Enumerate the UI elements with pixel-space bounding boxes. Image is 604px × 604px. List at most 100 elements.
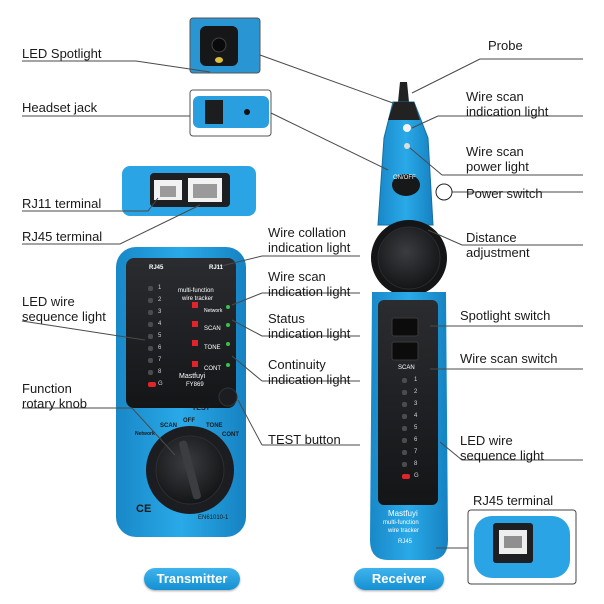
tx-led-label: 5 (158, 333, 162, 339)
tx-led-dot (148, 322, 153, 327)
tx-title-line2: wire tracker (182, 296, 214, 302)
tx-led-dot (148, 370, 153, 375)
rx-led-dot (402, 378, 407, 383)
tx-led-dot (148, 298, 153, 303)
label-continuity-1: Continuity (268, 357, 326, 372)
tx-led-dot (148, 382, 156, 387)
tx-led-label: 7 (158, 357, 162, 363)
cont-icon (192, 361, 198, 367)
rj-ports-top-view (122, 166, 256, 216)
label-wire-scan-tx-1: Wire scan (268, 269, 326, 284)
tone-icon (192, 340, 198, 346)
tx-led-dot (148, 286, 153, 291)
tx-mode-cont: CONT (204, 366, 221, 372)
receiver-button[interactable]: Receiver (354, 568, 444, 590)
tx-led-dot (148, 334, 153, 339)
tx-knob-network: Network (135, 431, 155, 437)
label-led-wire-seq-tx-2: sequence light (22, 309, 106, 324)
transmitter-button[interactable]: Transmitter (144, 568, 240, 590)
tx-model: FY869 (186, 382, 204, 388)
tx-led-label: G (158, 381, 163, 387)
label-continuity-2: indication light (268, 372, 351, 387)
rx-led-row: G (402, 471, 422, 483)
rx-led-row: 1 (402, 375, 422, 387)
label-wire-collation-2: indication light (268, 240, 351, 255)
label-led-wire-seq-rx-1: LED wire (460, 433, 513, 448)
rx-led-label: 6 (414, 437, 418, 443)
tx-led-label: 6 (158, 345, 162, 351)
headset-jack-inset (189, 89, 272, 137)
label-wire-scan-power-2: power light (466, 159, 529, 174)
tx-led-row: 7 (148, 355, 168, 367)
rx-led-dot (402, 462, 407, 467)
label-status-1: Status (268, 311, 305, 326)
tx-mode-tone: TONE (204, 345, 221, 351)
label-led-wire-seq-rx-2: sequence light (460, 448, 544, 463)
label-distance-2: adjustment (466, 245, 530, 260)
rx-led-row: 7 (402, 447, 422, 459)
label-wire-scan-rx-1: Wire scan (466, 89, 524, 104)
label-rj11-terminal: RJ11 terminal (22, 196, 102, 211)
rx-led-dot (402, 450, 407, 455)
tx-led-row: 8 (148, 367, 168, 379)
tx-title-line1: multi-function (178, 288, 214, 294)
rx-brand: Mastfuyi (388, 509, 418, 518)
label-wire-scan-power-1: Wire scan (466, 144, 524, 159)
tx-led-row: 5 (148, 331, 168, 343)
label-led-wire-seq-tx-1: LED wire (22, 294, 75, 309)
label-wire-scan-rx-2: indication light (466, 104, 549, 119)
rx-led-label: 1 (414, 377, 418, 383)
label-wire-collation-1: Wire collation (268, 225, 347, 240)
rx-led-row: 4 (402, 411, 422, 423)
tx-led-row: 6 (148, 343, 168, 355)
tx-led-label: 4 (158, 321, 162, 327)
rx-led-label: 5 (414, 425, 418, 431)
tx-led-label: 2 (158, 297, 162, 303)
label-function-knob-2: rotary knob (22, 396, 88, 411)
rx-led-dot (402, 402, 407, 407)
label-status-2: indication light (268, 326, 351, 341)
label-rj45-terminal-rx: RJ45 terminal (473, 493, 554, 508)
label-probe: Probe (488, 38, 523, 53)
rx-led-label: 3 (414, 401, 418, 407)
network-icon (192, 302, 198, 308)
label-wire-scan-switch: Wire scan switch (460, 351, 558, 366)
tx-port-rj45: RJ45 (149, 265, 164, 271)
tx-led-row: G (148, 379, 168, 391)
tx-led-dot (148, 358, 153, 363)
label-led-spotlight: LED Spotlight (22, 46, 102, 61)
rx-port-label: RJ45 (398, 539, 413, 545)
tx-led-label: 8 (158, 369, 162, 375)
tx-led-row: 4 (148, 319, 168, 331)
rx-title-line2: wire tracker (388, 528, 420, 534)
tx-led-dot (148, 346, 153, 351)
rx-led-label: G (414, 473, 419, 479)
tx-led-row: 1 (148, 283, 168, 295)
tx-knob-scan: SCAN (160, 423, 178, 429)
label-spotlight-switch: Spotlight switch (460, 308, 551, 323)
rj45-receiver-inset (467, 509, 577, 585)
rx-led-label: 4 (414, 413, 418, 419)
label-wire-scan-tx-2: indication light (268, 284, 351, 299)
tx-standard: EN61010-1 (198, 515, 229, 521)
rx-led-row: 6 (402, 435, 422, 447)
label-rj45-terminal: RJ45 terminal (22, 229, 103, 244)
tx-mode-scan: SCAN (204, 326, 221, 332)
tx-led-dot (148, 310, 153, 315)
label-headset-jack: Headset jack (22, 100, 98, 115)
rx-title-line1: multi-function (383, 520, 419, 526)
tx-led-label: 1 (158, 285, 162, 291)
tx-test-text: TEST (192, 405, 210, 412)
tx-knob-cont: CONT (222, 432, 239, 438)
tx-led-row: 3 (148, 307, 168, 319)
led-spotlight-inset (189, 17, 261, 74)
leader-lines (21, 54, 583, 549)
tx-brand: Mastfuyi (179, 373, 206, 380)
rx-led-row: 2 (402, 387, 422, 399)
tx-mode-network: Network (204, 308, 223, 314)
rx-led-dot (402, 390, 407, 395)
tx-tone-led (226, 342, 230, 346)
rx-led-label: 2 (414, 389, 418, 395)
